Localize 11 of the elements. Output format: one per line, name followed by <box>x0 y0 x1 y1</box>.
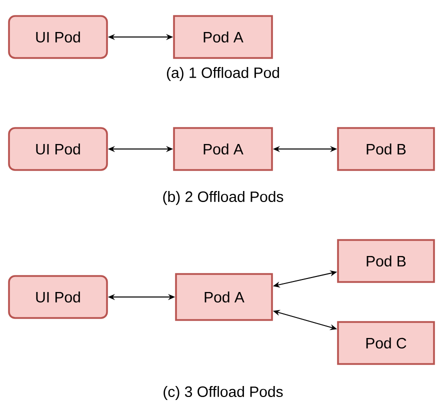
pod-box: UI Pod <box>8 127 108 171</box>
pod-box: Pod B <box>337 127 435 171</box>
caption: (b) 2 Offload Pods <box>163 191 284 205</box>
pod-box: Pod C <box>337 321 435 365</box>
caption: (c) 3 Offload Pods <box>164 386 283 400</box>
pod-box: Pod A <box>175 273 273 321</box>
pod-box: UI Pod <box>8 15 108 59</box>
pod-box: UI Pod <box>8 275 108 319</box>
pod-box: Pod A <box>173 127 273 171</box>
pod-box: Pod B <box>337 239 435 283</box>
pod-box: Pod A <box>173 15 273 59</box>
